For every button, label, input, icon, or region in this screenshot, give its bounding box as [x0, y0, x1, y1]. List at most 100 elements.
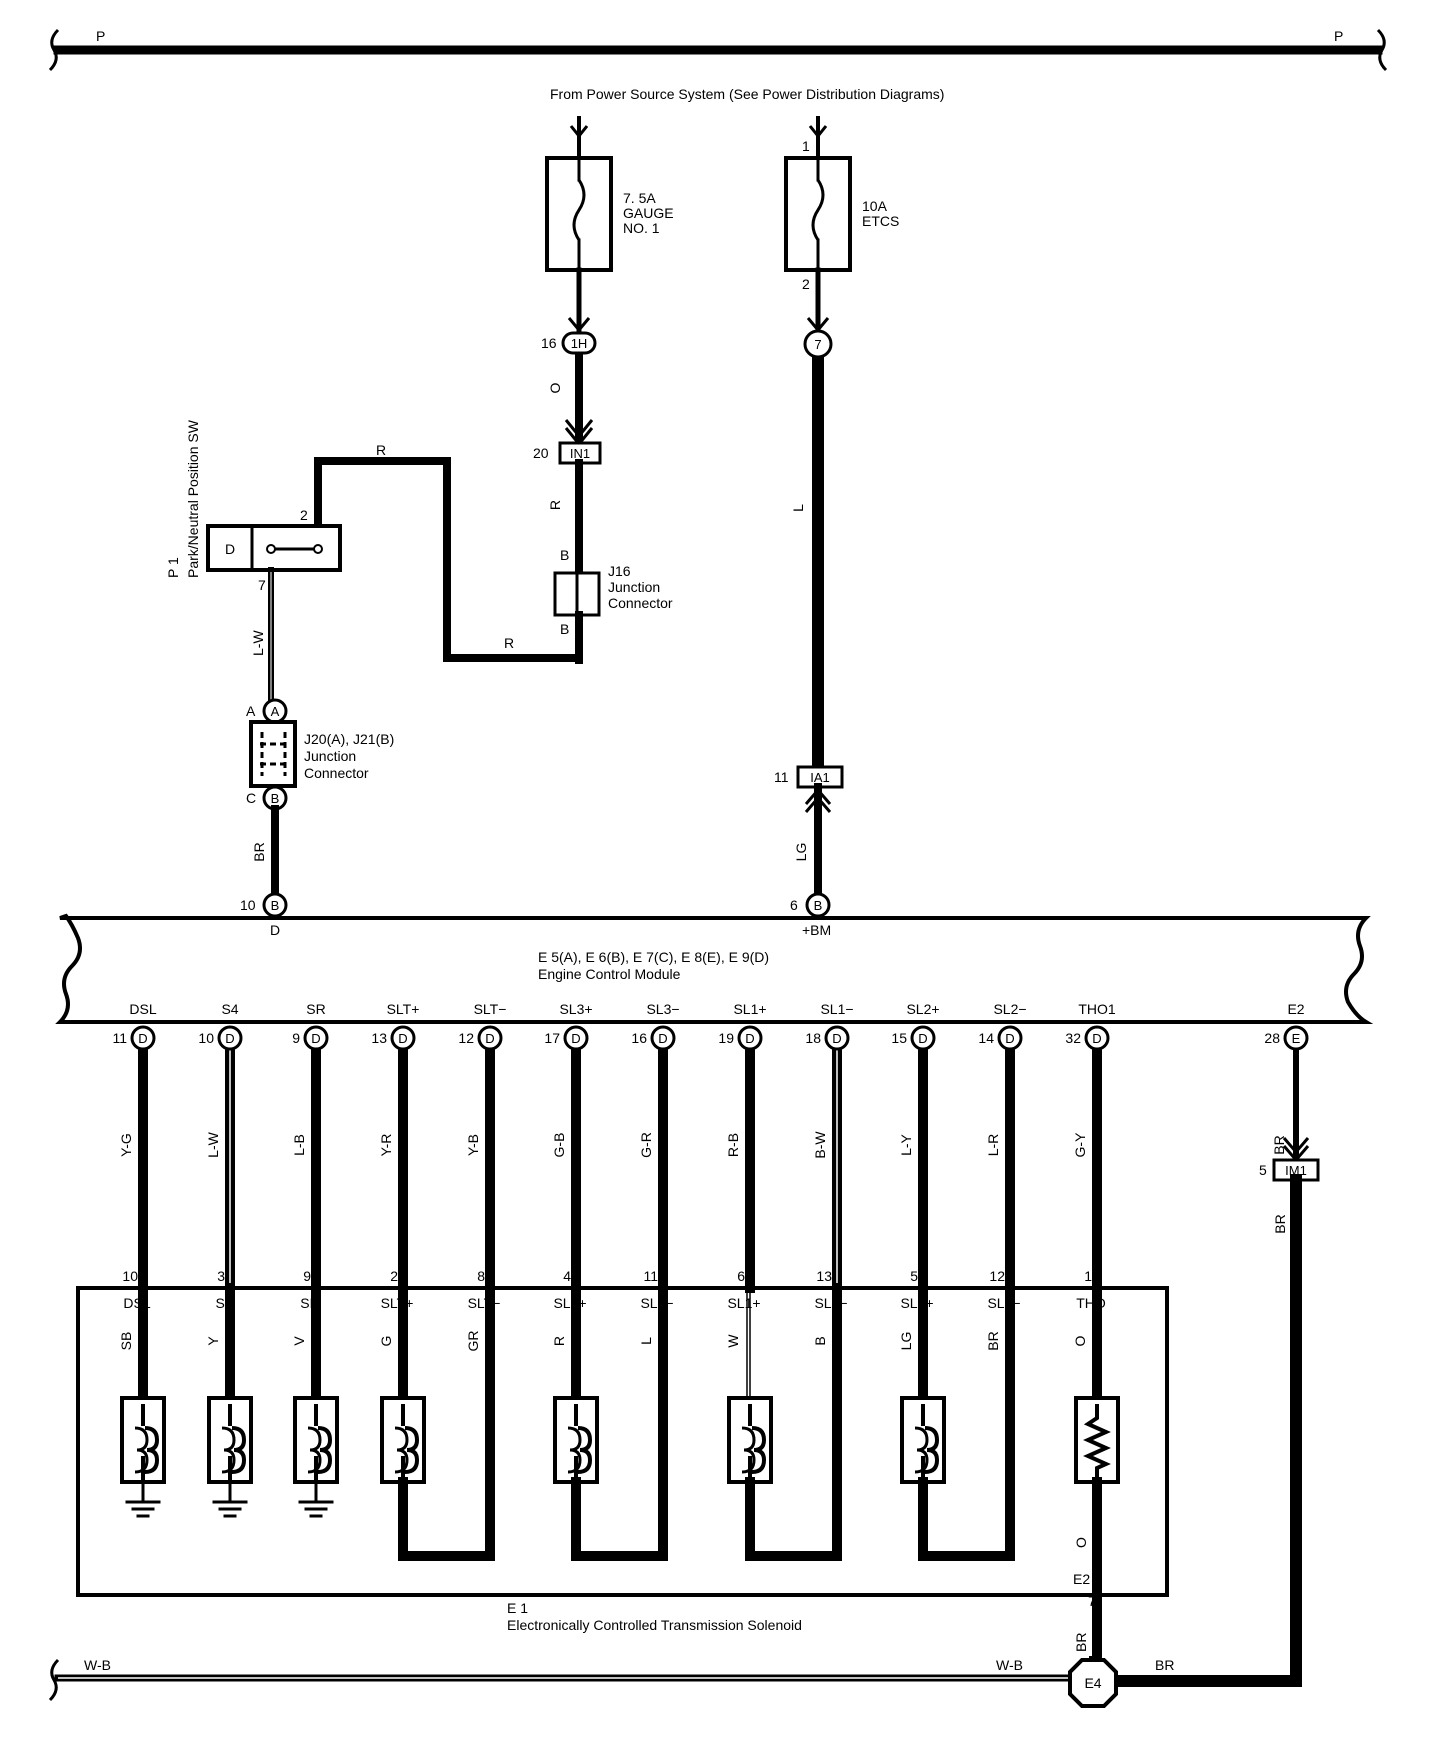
- p1-code: P 1: [165, 557, 181, 578]
- solenoid-pin-number: 13: [816, 1268, 832, 1284]
- ecm-wire-color: G-B: [551, 1133, 567, 1158]
- conn-ia1-pin: 11: [774, 769, 789, 785]
- ecm-pin-number: 18: [805, 1030, 821, 1046]
- ecm-pin-conn-letter: D: [138, 1031, 147, 1046]
- ecm-pin-connector: [824, 1025, 850, 1051]
- ecm-pin-conn-letter: D: [658, 1031, 667, 1046]
- j20-pin-c-outer: C: [246, 790, 256, 806]
- solenoid-terminal-name: SL1−: [814, 1295, 847, 1311]
- solenoid-coil-icon: [741, 1426, 756, 1474]
- ecm-top-pin-d-conn: B: [271, 898, 280, 913]
- ecm-wire-color: B-W: [812, 1131, 828, 1159]
- solenoid-name: Electronically Controlled Transmission S…: [507, 1617, 802, 1633]
- ecm-terminal-name: SL1+: [733, 1001, 766, 1017]
- fuse-etcs-line2: ETCS: [862, 213, 899, 229]
- solenoid-terminal-name: SL3−: [640, 1295, 673, 1311]
- fuse-gauge-line3: NO. 1: [623, 220, 660, 236]
- ecm-wire-color: G-R: [638, 1132, 654, 1158]
- solenoid-loop-wire: [398, 1393, 495, 1561]
- ecm-pin-connector: [650, 1025, 676, 1051]
- ecm-terminal-name: SL3−: [646, 1001, 679, 1017]
- ecm-pin-connector: [910, 1025, 936, 1051]
- solenoid-e2: E2 O 7 BR: [1073, 1537, 1096, 1652]
- ecm-pin-number: 28: [1264, 1030, 1280, 1046]
- solenoid-wire-color: SB: [118, 1332, 134, 1351]
- thermistor-icon: [1083, 1404, 1111, 1482]
- switch-contact-icon: [266, 544, 323, 554]
- ecm-pin-conn-letter: E: [1292, 1031, 1301, 1046]
- wire-br-j20: BR: [251, 842, 267, 861]
- ground-bus-wb: W-B W-B BR E4: [48, 1657, 1174, 1708]
- fuse-element-icon: [572, 179, 586, 241]
- ecm-pin-conn-letter: D: [1005, 1031, 1014, 1046]
- solenoid-pin-number: 8: [477, 1268, 485, 1284]
- ecm-pin-connector: [997, 1025, 1023, 1051]
- solenoid-loop-wire: [918, 1393, 1015, 1561]
- ecm-wire-color: Y-G: [118, 1133, 134, 1157]
- solenoid-pin-number: 5: [910, 1268, 918, 1284]
- solenoid-pin-number: 9: [303, 1268, 311, 1284]
- ecm-pin-connector: [1084, 1025, 1110, 1051]
- solenoid-wire-color: GR: [465, 1331, 481, 1352]
- fuse-gauge-line2: GAUGE: [623, 205, 674, 221]
- ecm-wire-color: G-Y: [1072, 1132, 1088, 1158]
- power-bus-p: P P: [48, 28, 1388, 72]
- solenoid-pin-number: 12: [989, 1268, 1005, 1284]
- transmission-solenoid: E 1 Electronically Controlled Transmissi…: [76, 1286, 1169, 1633]
- solenoid-coil-icon: [914, 1426, 929, 1474]
- p1-pin-7: 7: [258, 577, 266, 593]
- solenoid-terminal-name: SL2+: [900, 1295, 933, 1311]
- solenoid-coil-icon: [221, 1426, 236, 1474]
- ecm-pin-number: 19: [718, 1030, 734, 1046]
- conn-in1-label: IN1: [570, 446, 590, 461]
- fuse-etcs: 1 10A ETCS 2: [784, 116, 899, 333]
- ecm-pin-conn-letter: D: [832, 1031, 841, 1046]
- ecm-wire-color: BR: [1271, 1135, 1287, 1154]
- ecm-pin-connector: [130, 1025, 156, 1051]
- ecm-terminal-name: DSL: [129, 1001, 156, 1017]
- bus-p-left-label: P: [96, 28, 105, 44]
- ecm-pin-number: 13: [371, 1030, 387, 1046]
- solenoid-terminal-name: SR: [300, 1295, 319, 1311]
- ecm-pin-conn-letter: D: [311, 1031, 320, 1046]
- ecm-pin-conn-letter: D: [398, 1031, 407, 1046]
- solenoid-wire-color: R: [551, 1336, 567, 1346]
- ecm-wire-color: L-W: [205, 1131, 221, 1157]
- solenoid-e2-wire-out: BR: [1073, 1633, 1089, 1652]
- ecm-pin-number: 16: [631, 1030, 647, 1046]
- wire-l-color: L: [790, 504, 806, 512]
- ecm-pin-conn-letter: D: [1092, 1031, 1101, 1046]
- wire-in1-color: R: [547, 500, 563, 510]
- wb-mid-label: W-B: [996, 1657, 1023, 1673]
- ecm-terminal-name: THO1: [1078, 1001, 1116, 1017]
- ecm-codes: E 5(A), E 6(B), E 7(C), E 8(E), E 9(D): [538, 949, 769, 965]
- solenoid-pin-number: 4: [563, 1268, 571, 1284]
- wire-br-after-im1: BR: [1272, 1214, 1288, 1233]
- solenoid-wire-color: LG: [898, 1332, 914, 1351]
- j20-code: J20(A), J21(B): [304, 731, 394, 747]
- ecm-pin-number: 17: [544, 1030, 560, 1046]
- engine-control-module: E 5(A), E 6(B), E 7(C), E 8(E), E 9(D) E…: [55, 892, 1374, 1024]
- ecm-pin-connector: [217, 1025, 243, 1051]
- solenoid-code: E 1: [507, 1600, 528, 1616]
- solenoid-terminal-name: SLT−: [468, 1295, 501, 1311]
- fuse-gauge: 7. 5A GAUGE NO. 1: [545, 116, 674, 333]
- ecm-pin-number: 15: [891, 1030, 907, 1046]
- ecm-terminal-name: SR: [306, 1001, 325, 1017]
- solenoid-wire-color: O: [1072, 1335, 1088, 1346]
- junction-j16: B J16 Junction Connector B R: [504, 547, 673, 664]
- solenoid-e2-pin: 7: [1088, 1593, 1096, 1609]
- wire-lg-color: LG: [793, 843, 809, 862]
- solenoid-pin-number: 11: [643, 1268, 658, 1284]
- j20-name-2: Connector: [304, 765, 369, 781]
- ecm-pin-connector: [563, 1025, 589, 1051]
- ecm-pin-conn-letter: D: [571, 1031, 580, 1046]
- ecm-name: Engine Control Module: [538, 966, 681, 982]
- fuse-gauge-line1: 7. 5A: [623, 190, 656, 206]
- j16-code: J16: [608, 563, 631, 579]
- solenoid-e2-wire-in: O: [1073, 1537, 1089, 1548]
- connector-ia1: IA1 11 LG: [774, 765, 844, 900]
- solenoid-pin-number: 2: [390, 1268, 398, 1284]
- p1-pin-2: 2: [300, 507, 308, 523]
- ecm-wire-color: L-B: [291, 1134, 307, 1156]
